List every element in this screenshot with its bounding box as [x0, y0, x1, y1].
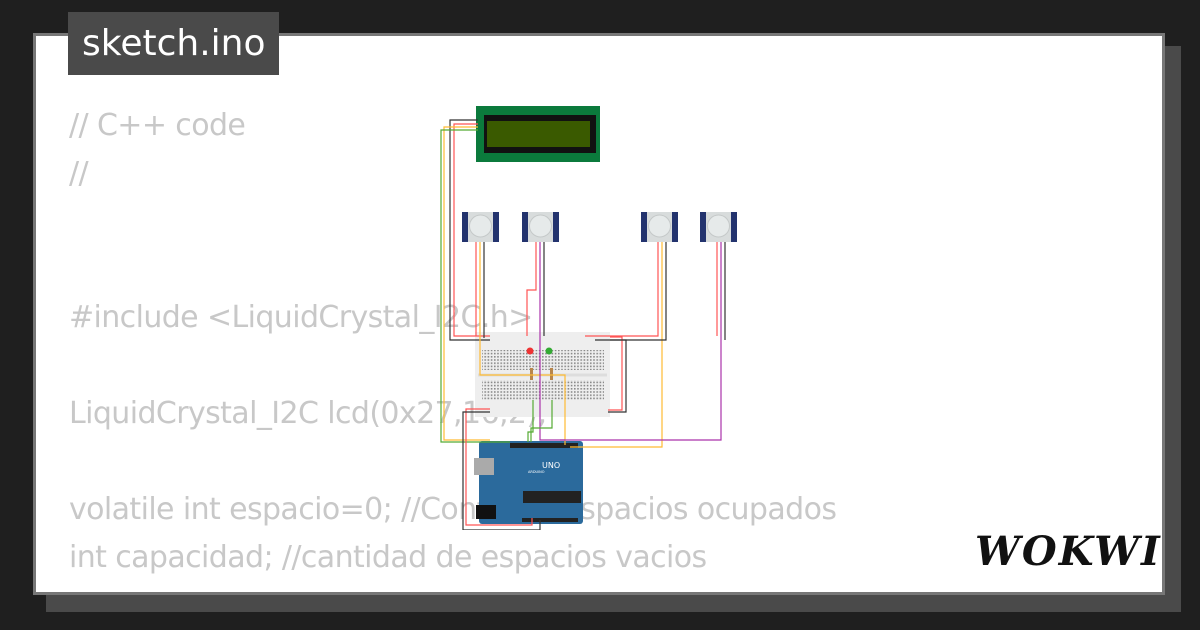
wires: [440, 119, 726, 530]
code-line: //: [69, 156, 89, 191]
code-line: #include <LiquidCrystal_I2C.h>: [69, 300, 533, 335]
arduino-uno: UNO ARDUINO: [474, 441, 583, 524]
code-line: // C++ code: [69, 108, 246, 143]
circuit-diagram: UNO ARDUINO: [440, 106, 737, 530]
code-line: LiquidCrystal_I2C lcd(0x27,16,2);: [69, 396, 548, 431]
lcd-display: [476, 106, 600, 162]
sketch-filename: sketch.ino: [68, 12, 280, 75]
code-line: volatile int espacio=0; //Contador espac…: [69, 492, 837, 527]
board-label: UNO: [542, 461, 560, 470]
code-line: int capacidad; //cantidad de espacios va…: [69, 540, 707, 575]
board-brand: ARDUINO: [528, 470, 545, 474]
code-preview: // C++ code // #include <LiquidCrystal_I2…: [69, 102, 837, 582]
wokwi-logo: WOKWI: [975, 528, 1162, 575]
pir-sensors: [462, 212, 737, 242]
